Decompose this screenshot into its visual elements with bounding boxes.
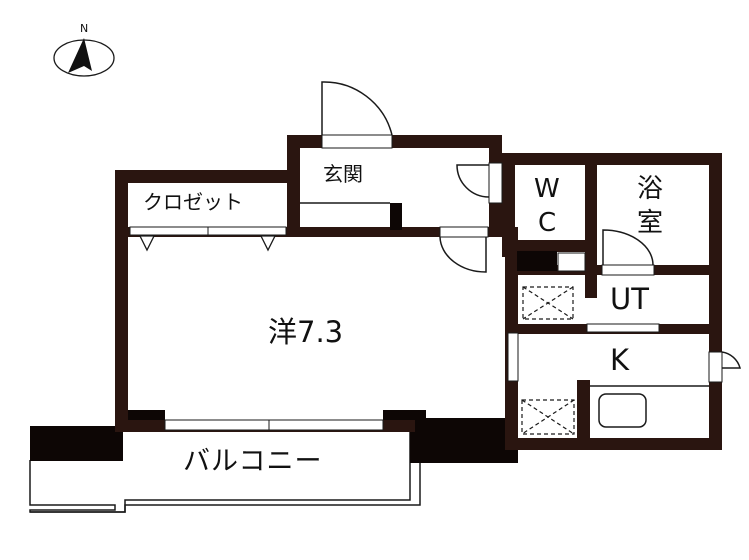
washer-pan-icon	[522, 286, 574, 320]
compass-north-label: N	[80, 22, 89, 35]
room-label-balcony: バルコニー	[183, 446, 323, 477]
door-swings	[321, 81, 741, 369]
closet-door-markers	[138, 235, 277, 252]
room-label-bath-1: 浴	[637, 174, 664, 204]
room-label-western: 洋7.3	[268, 315, 344, 349]
room-label-utility: UT	[610, 282, 649, 316]
room-label-wc-w: W	[534, 174, 560, 204]
north-arrow-icon	[53, 38, 115, 77]
room-label-entrance: 玄関	[323, 162, 363, 186]
fridge-space-icon	[521, 399, 575, 435]
room-label-wc-c: C	[538, 208, 557, 238]
openings	[129, 134, 723, 431]
room-label-closet: クロゼット	[143, 190, 243, 214]
sink-icon	[598, 393, 647, 428]
room-label-bath-2: 室	[637, 208, 664, 238]
room-label-kitchen: K	[610, 343, 630, 377]
wc-dark-block	[517, 251, 557, 271]
balcony-outline	[29, 432, 421, 513]
